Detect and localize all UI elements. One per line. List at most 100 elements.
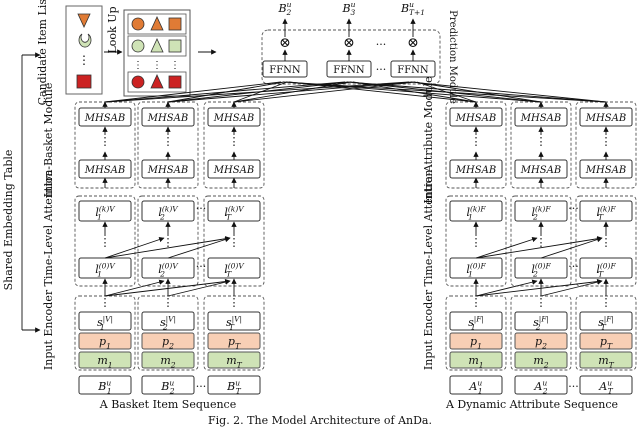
attention-arrow	[104, 279, 165, 297]
ellipsis: ···	[568, 380, 579, 393]
modality-label: mT	[226, 354, 242, 369]
l-top-box	[514, 200, 568, 222]
circle-icon	[131, 75, 145, 89]
connection-line	[288, 81, 477, 103]
figure-caption: Fig. 2. The Model Architecture of AnDa.	[208, 414, 432, 427]
l-top-box	[207, 200, 261, 222]
triangle-icon	[150, 38, 164, 53]
mhsab-label: MHSAB	[585, 113, 626, 124]
vdots: ⋮	[471, 135, 482, 148]
ellipsis: ···	[376, 63, 387, 76]
position-embedding-box	[207, 332, 261, 350]
circle-icon	[131, 39, 145, 53]
s-label: s|F|2	[533, 314, 549, 331]
s-label: s|F|1	[468, 314, 484, 331]
attribute-sequence-caption: A Dynamic Attribute Sequence	[445, 398, 618, 411]
candidate-icons: ⋮	[76, 13, 92, 89]
input-box	[141, 375, 195, 395]
grid-vdots: ⋮	[133, 60, 143, 71]
mhsab-label: MHSAB	[455, 165, 496, 176]
s-label: s|V|2	[160, 314, 176, 331]
attention-arrow	[104, 237, 165, 259]
otimes-icon: ⊗	[407, 35, 419, 51]
triangle-icon	[150, 16, 164, 31]
attention-arrow	[475, 278, 603, 297]
grid-vdots: ⋮	[152, 60, 162, 71]
l-bottom-box	[579, 257, 633, 279]
position-embedding-box	[141, 332, 195, 350]
position-embedding-box	[449, 332, 503, 350]
time-level-left-label: Time-Level Attention	[42, 170, 55, 287]
s-box	[141, 311, 195, 331]
vdots: ⋮	[163, 296, 174, 309]
ellipsis: ···	[568, 260, 579, 273]
mhsab-label: MHSAB	[147, 113, 188, 124]
otimes-icon: ⊗	[279, 35, 291, 51]
vdots: ⋮	[229, 236, 240, 249]
grid-vdots: ⋮	[170, 60, 180, 71]
position-label: pT	[600, 335, 613, 350]
position-embedding-box	[514, 332, 568, 350]
s-box	[579, 311, 633, 331]
connection-line	[167, 81, 285, 103]
modality-embedding-box	[579, 351, 633, 369]
attention-arrow	[475, 236, 538, 259]
embedding-grid: ⋮ ⋮ ⋮	[127, 13, 187, 93]
ellipsis: ···	[376, 38, 387, 51]
vdots: ⋮	[601, 135, 612, 148]
vdots: ⋮	[163, 236, 174, 249]
mhsab-label: MHSAB	[213, 113, 254, 124]
time-level-right-label: Time-Level Attention	[422, 170, 435, 287]
circle-icon	[131, 17, 145, 31]
modality-label: m1	[97, 354, 112, 369]
input-box	[207, 375, 261, 395]
square-icon	[76, 74, 92, 89]
shared-embedding-label: Shared Embedding Table	[2, 150, 15, 291]
vdots: ⋮	[536, 236, 547, 249]
vdots: ⋮	[229, 135, 240, 148]
branch-to-prediction-lines	[104, 81, 607, 103]
modality-embedding-box	[141, 351, 195, 369]
mhsab-label: MHSAB	[455, 113, 496, 124]
vdots: ⋮	[100, 236, 111, 249]
s-box	[514, 311, 568, 331]
connection-line	[410, 81, 607, 103]
attention-arrow	[104, 278, 231, 297]
s-label: s|F|T	[598, 314, 614, 331]
triangle-down-icon	[77, 13, 91, 28]
vdots: ⋮	[229, 296, 240, 309]
ffnn-label: FFNN	[397, 65, 429, 76]
attention-arrow	[540, 279, 603, 297]
mhsab-label: MHSAB	[84, 165, 125, 176]
modality-label: m2	[160, 354, 175, 369]
l-top-box	[449, 200, 503, 222]
square-icon	[168, 39, 182, 53]
vdots: ⋮	[601, 296, 612, 309]
input-box	[78, 375, 132, 395]
connection-line	[282, 81, 607, 103]
s-box	[449, 311, 503, 331]
modality-label: m2	[533, 354, 548, 369]
crescent-icon	[78, 33, 92, 48]
attention-arrow	[475, 279, 538, 297]
input-box	[449, 375, 503, 395]
vdots: ⋮	[601, 236, 612, 249]
ellipsis: ···	[568, 202, 579, 215]
position-embedding-box	[579, 332, 633, 350]
basket-sequence-caption: A Basket Item Sequence	[99, 398, 236, 411]
vdots: ⋮	[536, 296, 547, 309]
